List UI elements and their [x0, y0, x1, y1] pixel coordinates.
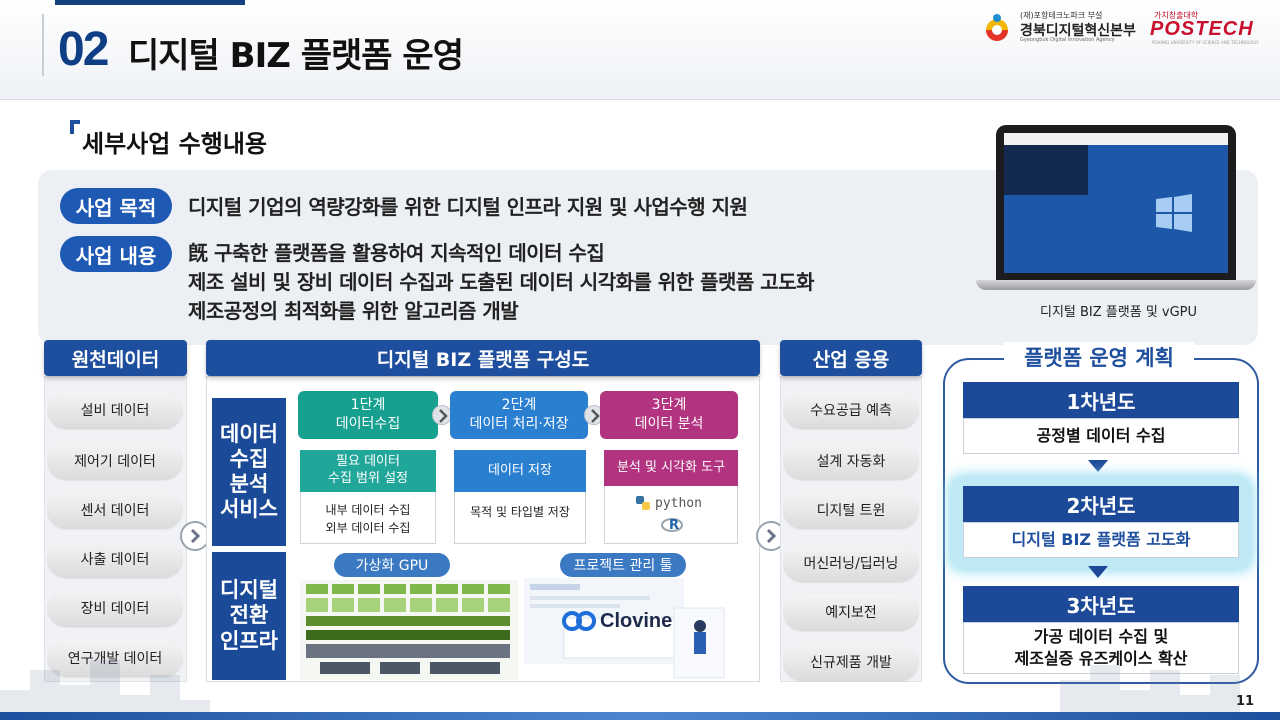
gdia-logo: (재)포항테크노파크 부설 경북디지털혁신본부 Gyeongbuk Digita…: [982, 10, 1136, 46]
source-item: 센서 데이터: [48, 492, 182, 528]
source-item: 제어기 데이터: [48, 443, 182, 479]
industry-item: 설계 자동화: [784, 443, 918, 479]
industry-item: 디지털 트윈: [784, 492, 918, 528]
r-logo: R: [661, 517, 685, 539]
pm-tool-label: 프로젝트 관리 툴: [560, 553, 686, 577]
purpose-badge: 사업 목적: [60, 188, 172, 224]
source-data-header: 원천데이터: [44, 340, 187, 376]
industry-item: 예지보전: [784, 594, 918, 630]
content-line: 제조 설비 및 장비 데이터 수집과 도출된 데이터 시각화를 위한 플랫폼 고…: [188, 270, 815, 294]
laptop-caption: 디지털 BIZ 플랫폼 및 vGPU: [1040, 305, 1198, 320]
arrow-down-icon: [1088, 566, 1108, 578]
laptop-base: [976, 280, 1256, 290]
page-title: 디지털 BIZ 플랫폼 운영: [128, 36, 464, 76]
industry-item: 머신러닝/딥러닝: [784, 545, 918, 581]
infra-block: 디지털 전환 인프라: [212, 552, 286, 680]
footer-band: [0, 712, 1280, 720]
content-line: 旣 구축한 플랫폼을 활용하여 지속적인 데이터 수집: [188, 241, 605, 265]
industry-header: 산업 응용: [780, 340, 922, 376]
year-3-header: 3차년도: [963, 586, 1239, 622]
gdia-logo-icon: [986, 14, 1008, 41]
chevron-right-icon: [180, 521, 210, 551]
python-icon: [636, 496, 650, 510]
content-badge: 사업 내용: [60, 236, 172, 272]
source-item: 사출 데이터: [48, 541, 182, 577]
stage-3: 3단계 데이터 분석: [600, 391, 738, 439]
content-line: 제조공정의 최적화를 위한 알고리즘 개발: [188, 299, 519, 323]
industry-item: 신규제품 개발: [784, 644, 918, 680]
windows-logo-icon: [1156, 194, 1192, 232]
chevron-right-icon: [432, 405, 452, 425]
postech-logo: 가치창출대학 POSTECH POHANG UNIVERSITY OF SCIE…: [1150, 11, 1259, 45]
laptop-screen: [1004, 133, 1228, 273]
chevron-right-icon: [584, 405, 604, 425]
header: [0, 0, 1280, 100]
service-block: 데이터 수집 분석 서비스: [212, 398, 286, 546]
year-2-text: 디지털 BIZ 플랫폼 고도화: [963, 522, 1239, 558]
source-item: 장비 데이터: [48, 590, 182, 626]
laptop-screenshot: [976, 120, 1256, 295]
analysis-card: 분석 및 시각화 도구 python R: [604, 450, 738, 544]
r-language-icon: [661, 518, 683, 532]
collection-card: 필요 데이터 수집 범위 설정 내부 데이터 수집 외부 데이터 수집: [300, 450, 436, 544]
clovine-screenshot: [524, 578, 725, 679]
header-divider: [42, 14, 44, 76]
stage-2: 2단계 데이터 처리·저장: [450, 391, 588, 439]
city-skyline-decoration: [0, 660, 1240, 715]
source-item: 연구개발 데이터: [48, 640, 182, 676]
page-number: 11: [1236, 694, 1255, 709]
year-1-header: 1차년도: [963, 382, 1239, 418]
purpose-text: 디지털 기업의 역량강화를 위한 디지털 인프라 지원 및 사업수행 지원: [188, 195, 748, 219]
stage-1: 1단계 데이터수집: [298, 391, 438, 439]
year-3-text: 가공 데이터 수집 및 제조실증 유즈케이스 확산: [963, 622, 1239, 674]
python-logo: python: [635, 495, 702, 511]
clovine-icon: [562, 611, 596, 631]
gpu-architecture-diagram: [300, 580, 518, 680]
year-1-text: 공정별 데이터 수집: [963, 418, 1239, 454]
arrow-down-icon: [1088, 460, 1108, 472]
storage-card: 데이터 저장 목적 및 타입별 저장: [454, 450, 586, 544]
plan-title: 플랫폼 운영 계획: [1004, 342, 1194, 374]
section-subtitle: 세부사업 수행내용: [82, 130, 267, 158]
clovine-logo: Clovine: [562, 609, 672, 633]
source-item: 설비 데이터: [48, 392, 182, 428]
section-number: 02: [58, 23, 109, 76]
subtitle-bracket-icon: [70, 120, 80, 134]
year-2-header: 2차년도: [963, 486, 1239, 522]
gpu-label: 가상화 GPU: [334, 553, 450, 577]
platform-header: 디지털 BIZ 플랫폼 구성도: [206, 340, 760, 376]
industry-item: 수요공급 예측: [784, 392, 918, 428]
header-accent-bar: [55, 0, 245, 5]
